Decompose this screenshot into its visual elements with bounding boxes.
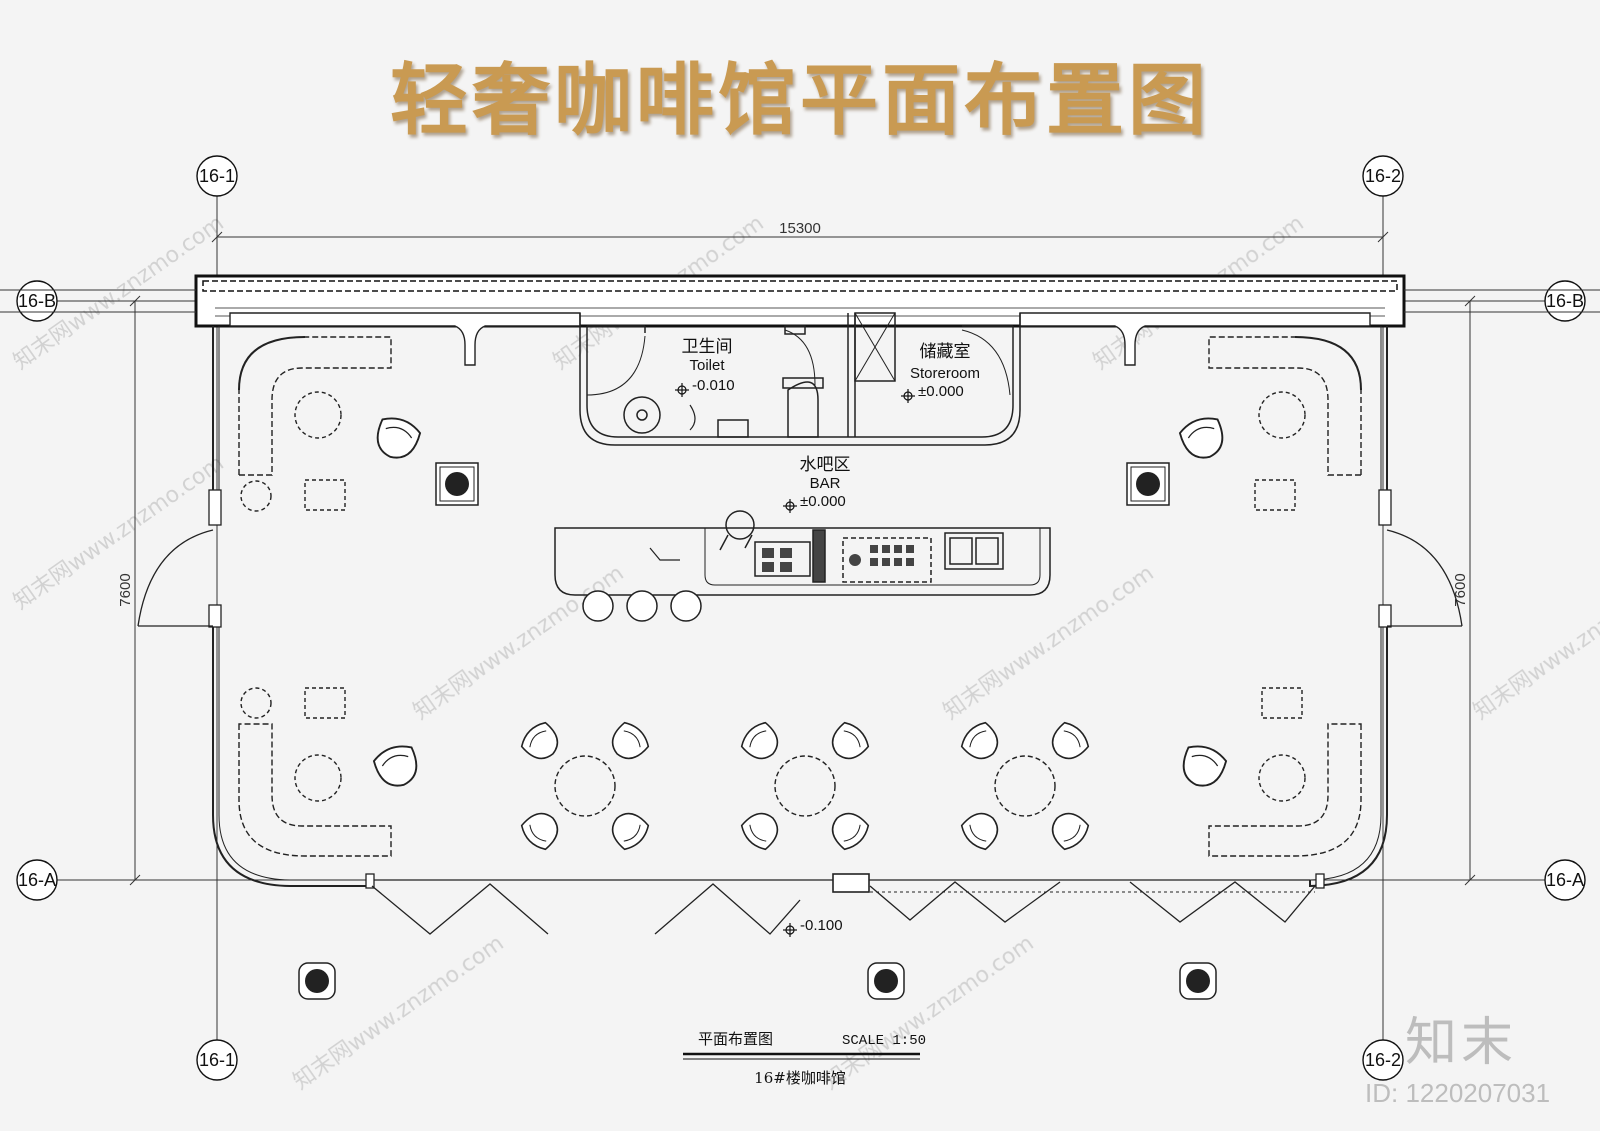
svg-text:16-B: 16-B bbox=[18, 291, 56, 311]
booth-bottom-left bbox=[238, 687, 392, 857]
round-table-set bbox=[738, 719, 872, 853]
drawing-name: 平面布置图 bbox=[698, 1030, 773, 1048]
wall-columns bbox=[229, 312, 1371, 366]
drawing-subtitle: 16#楼咖啡馆 bbox=[754, 1069, 846, 1087]
grid-bubble-16-B-right: 16-B bbox=[1544, 280, 1586, 322]
svg-text:BAR: BAR bbox=[810, 475, 841, 492]
dimension-height-left: 7600 bbox=[117, 573, 134, 606]
grid-bubble-16-1-bottom: 16-1 bbox=[196, 1039, 238, 1081]
svg-text:水吧区: 水吧区 bbox=[800, 455, 851, 475]
floor-lamp bbox=[1126, 462, 1170, 506]
svg-text:Toilet: Toilet bbox=[689, 357, 725, 374]
svg-text:16-1: 16-1 bbox=[199, 1050, 235, 1070]
armchair bbox=[370, 740, 424, 793]
exterior-post bbox=[298, 962, 336, 1000]
folding-doors bbox=[365, 873, 1325, 935]
grid-bubble-16-2-top: 16-2 bbox=[1362, 155, 1404, 197]
dimension-width: 15300 bbox=[779, 220, 821, 237]
svg-text:储藏室: 储藏室 bbox=[920, 342, 971, 362]
storeroom-label: 储藏室 Storeroom ±0.000 bbox=[900, 342, 980, 404]
svg-text:16-B: 16-B bbox=[1546, 291, 1584, 311]
image-id-watermark: ID: 1220207031 bbox=[1365, 1078, 1551, 1108]
exterior-post bbox=[1179, 962, 1217, 1000]
bar-equipment bbox=[762, 545, 914, 572]
svg-text:16-A: 16-A bbox=[1546, 870, 1584, 890]
grid-bubble-16-1-top: 16-1 bbox=[196, 155, 238, 197]
grid-bubble-16-A-right: 16-A bbox=[1544, 859, 1586, 901]
svg-text:Storeroom: Storeroom bbox=[910, 365, 980, 382]
drawing-title-block: 平面布置图 SCALE 1:50 16#楼咖啡馆 bbox=[683, 1030, 926, 1087]
svg-text:±0.000: ±0.000 bbox=[918, 383, 964, 400]
brand-watermark: 知末 bbox=[1405, 1013, 1518, 1073]
booth-top-left bbox=[238, 336, 392, 512]
watermark-text: 知末网www.znzmo.com bbox=[1469, 561, 1600, 725]
svg-text:16-1: 16-1 bbox=[199, 166, 235, 186]
outdoor-level: -0.100 bbox=[782, 917, 843, 938]
floor-lamp bbox=[435, 462, 479, 506]
watermark-text: 知末网www.znzmo.com bbox=[289, 931, 509, 1095]
grid-bubble-16-B-left: 16-B bbox=[16, 280, 58, 322]
armchair bbox=[1176, 740, 1230, 793]
armchair bbox=[370, 412, 424, 465]
drawing-scale: SCALE 1:50 bbox=[842, 1033, 926, 1049]
bar-counter bbox=[554, 510, 1051, 622]
watermark-text: 知末网www.znzmo.com bbox=[409, 561, 629, 725]
svg-text:-0.100: -0.100 bbox=[800, 917, 843, 934]
svg-text:卫生间: 卫生间 bbox=[682, 337, 733, 357]
dimension-lines bbox=[129, 231, 1476, 886]
side-doors bbox=[137, 489, 1463, 628]
grid-bubble-16-A-left: 16-A bbox=[16, 859, 58, 901]
watermark-text: 知末网www.znzmo.com bbox=[819, 931, 1039, 1095]
booth-bottom-right bbox=[1208, 687, 1362, 857]
drawing-main-title: 轻奢咖啡馆平面布置图 bbox=[389, 55, 1210, 146]
svg-text:16-A: 16-A bbox=[18, 870, 56, 890]
exterior-post bbox=[867, 962, 905, 1000]
service-block bbox=[579, 312, 1021, 446]
exterior-wall bbox=[212, 326, 1388, 888]
round-table-set bbox=[518, 719, 652, 853]
armchair bbox=[1176, 412, 1230, 465]
bar-label: 水吧区 BAR ±0.000 bbox=[782, 455, 851, 514]
booth-top-right bbox=[1208, 336, 1362, 511]
svg-text:±0.000: ±0.000 bbox=[800, 493, 846, 510]
grid-bubble-16-2-bottom: 16-2 bbox=[1362, 1039, 1404, 1081]
svg-text:16-2: 16-2 bbox=[1365, 166, 1401, 186]
svg-text:16-2: 16-2 bbox=[1365, 1050, 1401, 1070]
svg-text:-0.010: -0.010 bbox=[692, 377, 735, 394]
round-table-set bbox=[958, 719, 1092, 853]
dimension-height-right: 7600 bbox=[1452, 573, 1469, 606]
toilet-label: 卫生间 Toilet -0.010 bbox=[674, 337, 735, 398]
